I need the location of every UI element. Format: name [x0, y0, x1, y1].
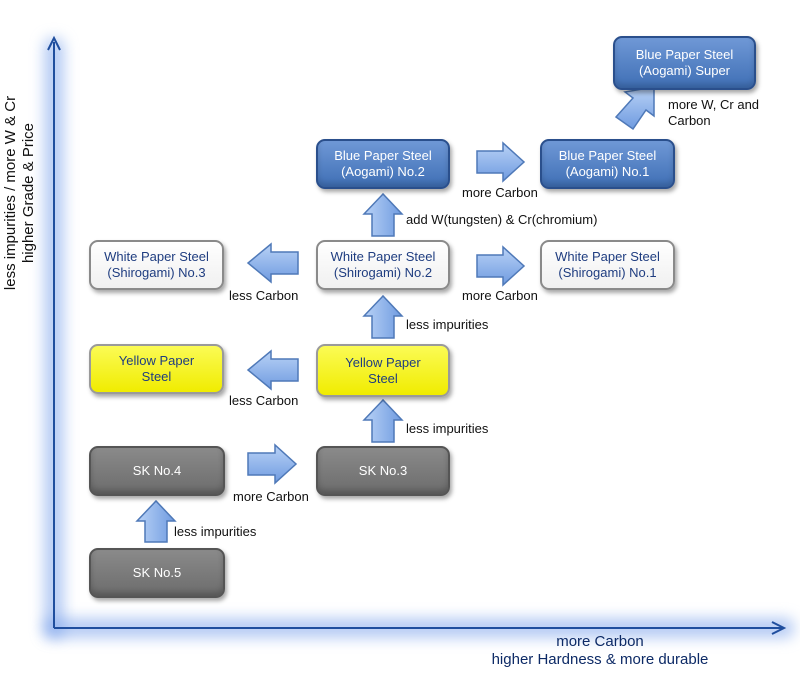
- label-less-carbon-white: less Carbon: [229, 288, 299, 303]
- x-axis-title-line1: more Carbon: [556, 633, 644, 650]
- box-blue-no1-line2: (Aogami) No.1: [565, 164, 650, 179]
- x-axis-arrowhead: [771, 621, 787, 635]
- box-white-no3-line1: White Paper Steel: [104, 249, 209, 264]
- arrow-up-add-w-cr: [362, 192, 404, 237]
- box-white-no1-line2: (Shirogami) No.1: [558, 265, 657, 280]
- box-white-no2-line2: (Shirogami) No.2: [333, 265, 433, 280]
- label-more-carbon-sk: more Carbon: [233, 489, 309, 504]
- box-sk-no3: SK No.3: [316, 446, 450, 496]
- box-blue-no1-line1: Blue Paper Steel: [558, 148, 657, 163]
- box-white-no3-line2: (Shirogami) No.3: [107, 265, 206, 280]
- label-more-carbon-white: more Carbon: [462, 288, 538, 303]
- box-sk-no5: SK No.5: [89, 548, 225, 598]
- box-white-paper-no1: White Paper Steel(Shirogami) No.1: [540, 240, 675, 290]
- arrow-up-sk: [135, 499, 177, 543]
- arrow-right-white: [476, 245, 526, 287]
- label-less-impurities-sk: less impurities: [174, 524, 257, 539]
- arrow-left-white: [246, 242, 299, 284]
- y-axis-title: less impurities / more W & Cr higher Gra…: [2, 58, 38, 328]
- label-more-w-cr-line2: Carbon: [668, 113, 711, 128]
- box-yellow-right-line1: Yellow Paper: [345, 354, 421, 370]
- x-axis-title-line2: higher Hardness & more durable: [491, 651, 709, 668]
- label-less-impurities-yellow: less impurities: [406, 421, 489, 436]
- box-blue-paper-no2: Blue Paper Steel(Aogami) No.2: [316, 139, 450, 189]
- box-blue-paper-super: Blue Paper Steel(Aogami) Super: [613, 36, 756, 90]
- y-axis-title-line1: less impurities / more W & Cr: [2, 95, 19, 291]
- box-sk-no4: SK No.4: [89, 446, 225, 496]
- label-more-w-cr-line1: more W, Cr and: [668, 97, 760, 112]
- box-white-no1-line1: White Paper Steel: [555, 249, 660, 264]
- box-blue-no2-line2: (Aogami) No.2: [341, 164, 425, 179]
- box-blue-super-line2: (Aogami) Super: [638, 63, 731, 78]
- box-yellow-left-line2: Steel: [141, 369, 172, 384]
- box-white-paper-no3: White Paper Steel(Shirogami) No.3: [89, 240, 224, 290]
- box-blue-no2-line1: Blue Paper Steel: [334, 148, 432, 163]
- label-less-impurities-white: less impurities: [406, 317, 489, 332]
- box-white-no2-line1: White Paper Steel: [330, 249, 436, 264]
- x-axis-title: more Carbon higher Hardness & more durab…: [460, 633, 740, 669]
- label-less-carbon-yellow: less Carbon: [229, 393, 299, 408]
- arrow-right-sk: [247, 443, 298, 485]
- label-more-carbon-blue: more Carbon: [462, 185, 538, 200]
- box-blue-super-line1: Blue Paper Steel: [635, 47, 734, 62]
- y-axis-title-line2: higher Grade & Price: [20, 122, 37, 264]
- arrow-up-yellow: [362, 398, 404, 443]
- box-yellow-left-line1: Yellow Paper: [118, 353, 195, 368]
- box-blue-paper-no1: Blue Paper Steel(Aogami) No.1: [540, 139, 675, 189]
- label-more-w-cr-carbon: more W, Cr and Carbon: [668, 97, 759, 129]
- arrow-right-blue: [476, 141, 526, 183]
- box-sk5-label: SK No.5: [132, 565, 182, 580]
- box-white-paper-no2: White Paper Steel(Shirogami) No.2: [316, 240, 450, 290]
- y-axis-arrowhead: [47, 35, 61, 51]
- label-add-tungsten-chromium: add W(tungsten) & Cr(chromium): [406, 212, 598, 227]
- arrow-diagonal-super: [614, 86, 655, 131]
- box-sk3-label: SK No.3: [358, 463, 408, 478]
- box-sk4-label: SK No.4: [132, 463, 182, 478]
- box-yellow-right-line2: Steel: [368, 370, 398, 386]
- arrow-left-yellow: [246, 349, 299, 391]
- arrow-up-white: [362, 294, 404, 339]
